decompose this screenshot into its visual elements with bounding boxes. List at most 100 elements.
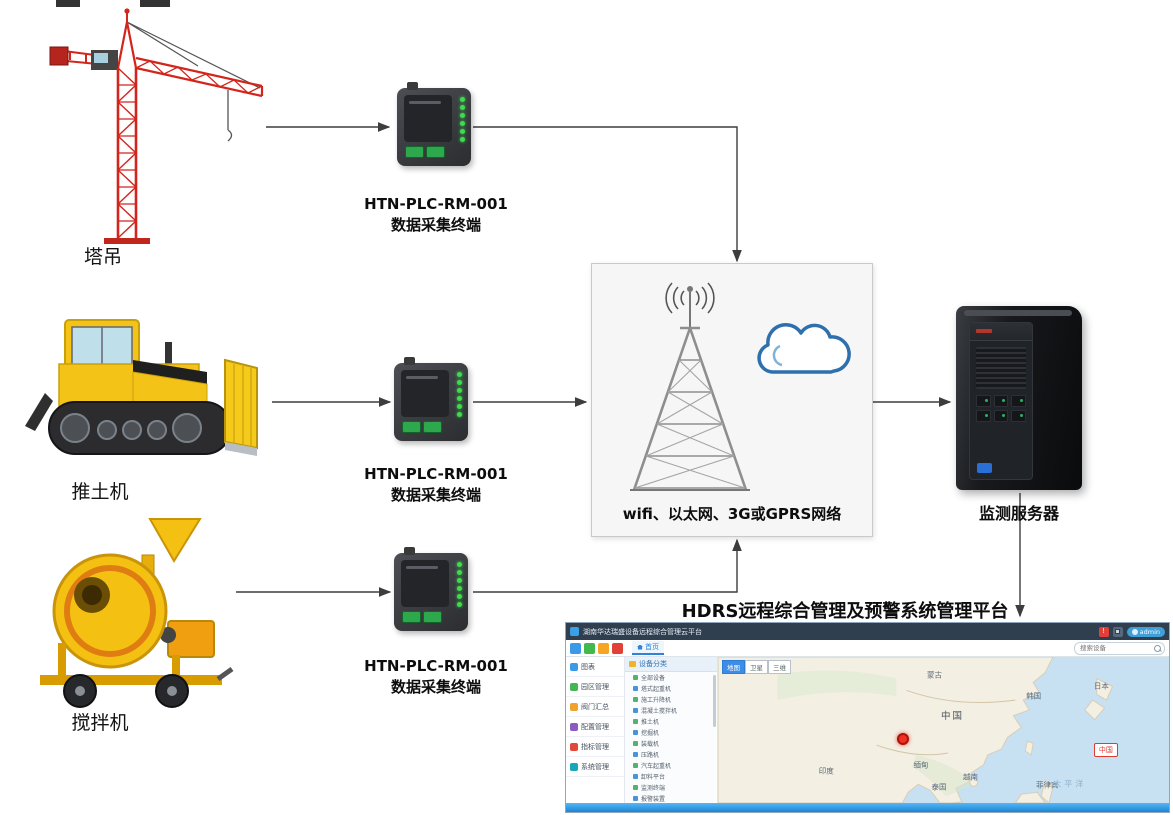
tree-item[interactable]: 报警装置 (625, 793, 717, 804)
map-label: 中国 (941, 711, 965, 723)
toolbar-button-blue[interactable] (570, 642, 581, 654)
map-view[interactable]: 地图 卫星 三维 蒙古 中国 韩国 日本 印度 缅甸 泰国 越南 菲律宾 太平洋… (718, 657, 1169, 803)
port-connector (423, 611, 442, 623)
terminal-label-2: HTN-PLC-RM-001 数据采集终端 (354, 464, 518, 506)
avatar (1131, 628, 1138, 635)
tree-item[interactable]: 监测终端 (625, 782, 717, 793)
antenna-icon (407, 82, 418, 90)
tab-home[interactable]: 首页 (632, 641, 664, 655)
tower-crane-figure (49, 0, 264, 244)
menu-grid-icon[interactable] (1112, 626, 1123, 637)
search-box (1074, 641, 1165, 655)
port-connector (402, 421, 421, 433)
map-type-controls: 地图 卫星 三维 (722, 660, 791, 674)
cpu-badge (977, 463, 992, 473)
menu-item-icon (570, 702, 578, 711)
terminal-model: HTN-PLC-RM-001 (364, 195, 508, 213)
map-region-box[interactable]: 中国 (1093, 743, 1118, 758)
bulldozer-label: 推土机 (71, 481, 129, 503)
home-icon (637, 644, 643, 650)
tree-item[interactable]: 压路机 (625, 749, 717, 760)
tree-item[interactable]: 施工升降机 (625, 694, 717, 705)
menu-item-icon (570, 742, 578, 751)
mixer-figure (40, 518, 234, 708)
map-label: 日本 (1093, 681, 1109, 691)
tree-item[interactable]: 全部设备 (625, 672, 717, 683)
port-connector (405, 146, 424, 158)
device-icon (633, 697, 638, 702)
menu-item-icon (570, 762, 578, 771)
toolbar-button-red[interactable] (612, 642, 623, 654)
tree-item[interactable]: 汽车起重机 (625, 760, 717, 771)
drive-bays (976, 395, 1026, 422)
app-toolbar: 首页 (566, 640, 1169, 657)
map-label: 菲律宾 (1035, 780, 1059, 790)
map-label: 印度 (818, 766, 834, 776)
tree-item[interactable]: 塔式起重机 (625, 683, 717, 694)
tree-item[interactable]: 装载机 (625, 738, 717, 749)
antenna-icon (404, 547, 415, 555)
network-box: wifi、以太网、3G或GPRS网络 (591, 263, 873, 537)
search-input[interactable] (1074, 641, 1165, 655)
tree-item[interactable]: 挖掘机 (625, 727, 717, 738)
mixer-label: 搅拌机 (71, 712, 129, 734)
terminal-name: 数据采集终端 (390, 216, 481, 234)
map-label: 缅甸 (913, 760, 929, 770)
antenna-icon (404, 357, 415, 365)
folder-icon (629, 661, 636, 667)
sidebar-item[interactable]: 配置管理 (566, 717, 624, 737)
device-tree-header[interactable]: 设备分类 (625, 657, 717, 672)
tree-item[interactable]: 卸料平台 (625, 771, 717, 782)
map-type-3d[interactable]: 三维 (768, 660, 791, 674)
app-footer (566, 803, 1169, 812)
sidebar-item[interactable]: 园区管理 (566, 677, 624, 697)
tree-item[interactable]: 混凝土搅拌机 (625, 705, 717, 716)
device-icon (633, 785, 638, 790)
search-icon (1154, 644, 1161, 652)
plc-terminal-2 (394, 357, 468, 441)
terminal-name: 数据采集终端 (390, 486, 481, 504)
signal-tower-icon (630, 282, 750, 491)
tree-item[interactable]: 推土机 (625, 716, 717, 727)
map-land (718, 657, 1114, 803)
plc-terminal-3 (394, 547, 468, 631)
port-connector (426, 146, 445, 158)
toolbar-button-green[interactable] (584, 642, 595, 654)
device-icon (633, 741, 638, 746)
map-type-satellite[interactable]: 卫星 (745, 660, 768, 674)
device-icon (633, 675, 638, 680)
led-indicators (460, 97, 465, 142)
user-name: admin (1139, 627, 1160, 636)
cloud-icon (757, 322, 851, 374)
port-connector (423, 421, 442, 433)
network-label: wifi、以太网、3G或GPRS网络 (622, 505, 842, 523)
toolbar-button-orange[interactable] (598, 642, 609, 654)
map-type-map[interactable]: 地图 (722, 660, 745, 674)
plc-terminal-1 (397, 82, 471, 166)
monitor-server-figure (956, 306, 1082, 490)
device-icon (633, 686, 638, 691)
sidebar-item[interactable]: 系统管理 (566, 757, 624, 777)
server-logo (970, 323, 1032, 341)
map-marker[interactable] (896, 732, 909, 745)
platform-screenshot: 湖南华达瑞盛设备远程综合管理云平台 ! admin 首页 (565, 622, 1170, 813)
map-label: 韩国 (1026, 691, 1042, 701)
sidebar-item[interactable]: 图表 (566, 657, 624, 677)
menu-item-icon (570, 662, 578, 671)
sidebar-item[interactable]: 阀门汇总 (566, 697, 624, 717)
tree-scrollbar[interactable] (713, 675, 716, 727)
device-icon (633, 752, 638, 757)
user-chip[interactable]: admin (1126, 626, 1165, 637)
terminal-model: HTN-PLC-RM-001 (364, 657, 508, 675)
device-tree-panel: 设备分类 全部设备 塔式起重机 施工升降机 混凝土搅拌机 推土机 挖掘机 装载机… (625, 657, 718, 803)
platform-title: HDRS远程综合管理及预警系统管理平台 (681, 601, 1009, 622)
map-label: 蒙古 (926, 670, 942, 680)
port-connector (402, 611, 421, 623)
sidebar-item[interactable]: 指标管理 (566, 737, 624, 757)
terminal-model: HTN-PLC-RM-001 (364, 465, 508, 483)
app-logo-icon (570, 627, 579, 636)
alarm-icon[interactable]: ! (1098, 626, 1109, 637)
device-icon (633, 763, 638, 768)
map-label: 越南 (963, 772, 979, 782)
